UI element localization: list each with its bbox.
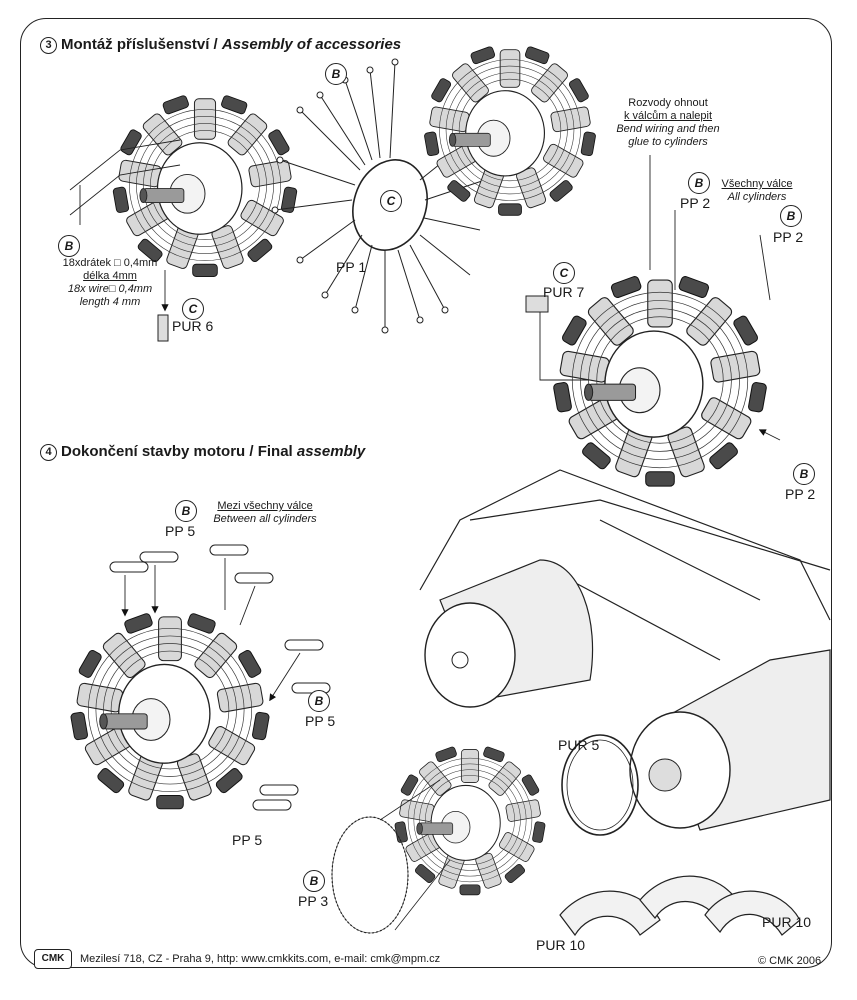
footer-address: Mezilesí 718, CZ - Praha 9, http: www.cm…	[80, 953, 441, 965]
badge-b-pp5-b: B	[308, 690, 330, 712]
badge-b-pp2-b: B	[780, 205, 802, 227]
label-pp2-b: PP 2	[773, 229, 804, 245]
badge-c-pur6: C	[182, 298, 204, 320]
between-cylinders-en: Between all cylinders	[213, 513, 317, 525]
label-pur7: PUR 7	[543, 284, 585, 300]
badge-b-pp1: B	[325, 63, 347, 85]
label-pur10-b: PUR 10	[762, 914, 812, 930]
wire-guides	[69, 139, 181, 312]
engine-right	[552, 274, 768, 487]
label-pp5-b: PP 5	[305, 713, 336, 729]
leader-lines-right	[539, 155, 781, 441]
pur10-panels	[559, 875, 801, 937]
between-cylinders-note: Mezi všechny válce Between all cylinders	[200, 500, 330, 526]
badge-c-pp1: C	[380, 190, 402, 212]
label-pp3: PP 3	[298, 893, 329, 909]
wing-outline	[419, 469, 831, 661]
pur7-part	[525, 295, 549, 313]
label-pp2-a: PP 2	[680, 195, 711, 211]
step-number-3: 3	[40, 37, 57, 54]
label-pur6: PUR 6	[172, 318, 214, 334]
wire-note: 18xdrátek □ 0,4mm délka 4mm 18x wire□ 0,…	[50, 257, 170, 309]
badge-c-pur7: C	[553, 262, 575, 284]
wire-note-en-1: 18x wire□ 0,4mm	[67, 283, 153, 295]
badge-b-pp5-a: B	[175, 500, 197, 522]
engine-left-top	[112, 94, 298, 278]
wire-note-cz-1: 18xdrátek □ 0,4mm	[62, 257, 158, 269]
pp1-ignition-harness	[271, 58, 486, 334]
engine-final-lower	[394, 745, 546, 896]
label-pur10-a: PUR 10	[536, 937, 586, 953]
pp5-baffles	[109, 544, 331, 811]
label-pur5: PUR 5	[558, 737, 600, 753]
pur5-ring	[561, 734, 639, 836]
label-pp2-c: PP 2	[785, 486, 816, 502]
label-pp5-c: PP 5	[232, 832, 263, 848]
cmk-logo: CMK	[34, 949, 72, 969]
engine-middle-top	[423, 45, 597, 216]
all-cylinders-note: Všechny válce All cylinders	[712, 178, 802, 204]
section-3-title-en: Assembly of accessories	[221, 36, 402, 53]
bend-note-cz-2: k válcům a nalepit	[623, 110, 713, 122]
pp3-ring	[331, 816, 409, 934]
step-number-4: 4	[40, 444, 57, 461]
badge-b-wire: B	[58, 235, 80, 257]
footer-copyright: © CMK 2006	[758, 955, 822, 967]
all-cylinders-en: All cylinders	[727, 191, 787, 203]
badge-b-pp2-c: B	[793, 463, 815, 485]
badge-b-pp3: B	[303, 870, 325, 892]
bend-note-en-1: Bend wiring and then	[616, 123, 720, 135]
engine-final-left	[69, 611, 271, 810]
nacelle-lower	[629, 649, 831, 831]
wire-note-en-2: length 4 mm	[79, 296, 141, 308]
label-pp5-a: PP 5	[165, 523, 196, 539]
between-cylinders-cz: Mezi všechny válce	[217, 500, 313, 512]
badge-b-pp2-a: B	[688, 172, 710, 194]
page-frame	[20, 18, 832, 968]
section-4-title-en: assembly	[296, 443, 366, 460]
bend-note-cz-1: Rozvody ohnout	[628, 97, 708, 109]
wire-note-cz-2: délka 4mm	[83, 270, 137, 282]
section-4-title-cz: Dokončení stavby motoru / Final	[61, 443, 297, 460]
all-cylinders-cz: Všechny válce	[721, 178, 793, 190]
nacelle-upper	[424, 559, 594, 708]
pur6-part	[157, 314, 169, 342]
bend-wiring-note: Rozvody ohnout k válcům a nalepit Bend w…	[598, 97, 738, 149]
label-pp1: PP 1	[336, 259, 367, 275]
bend-note-en-2: glue to cylinders	[628, 136, 708, 148]
section-3-title-cz: Montáž příslušenství /	[61, 36, 222, 53]
